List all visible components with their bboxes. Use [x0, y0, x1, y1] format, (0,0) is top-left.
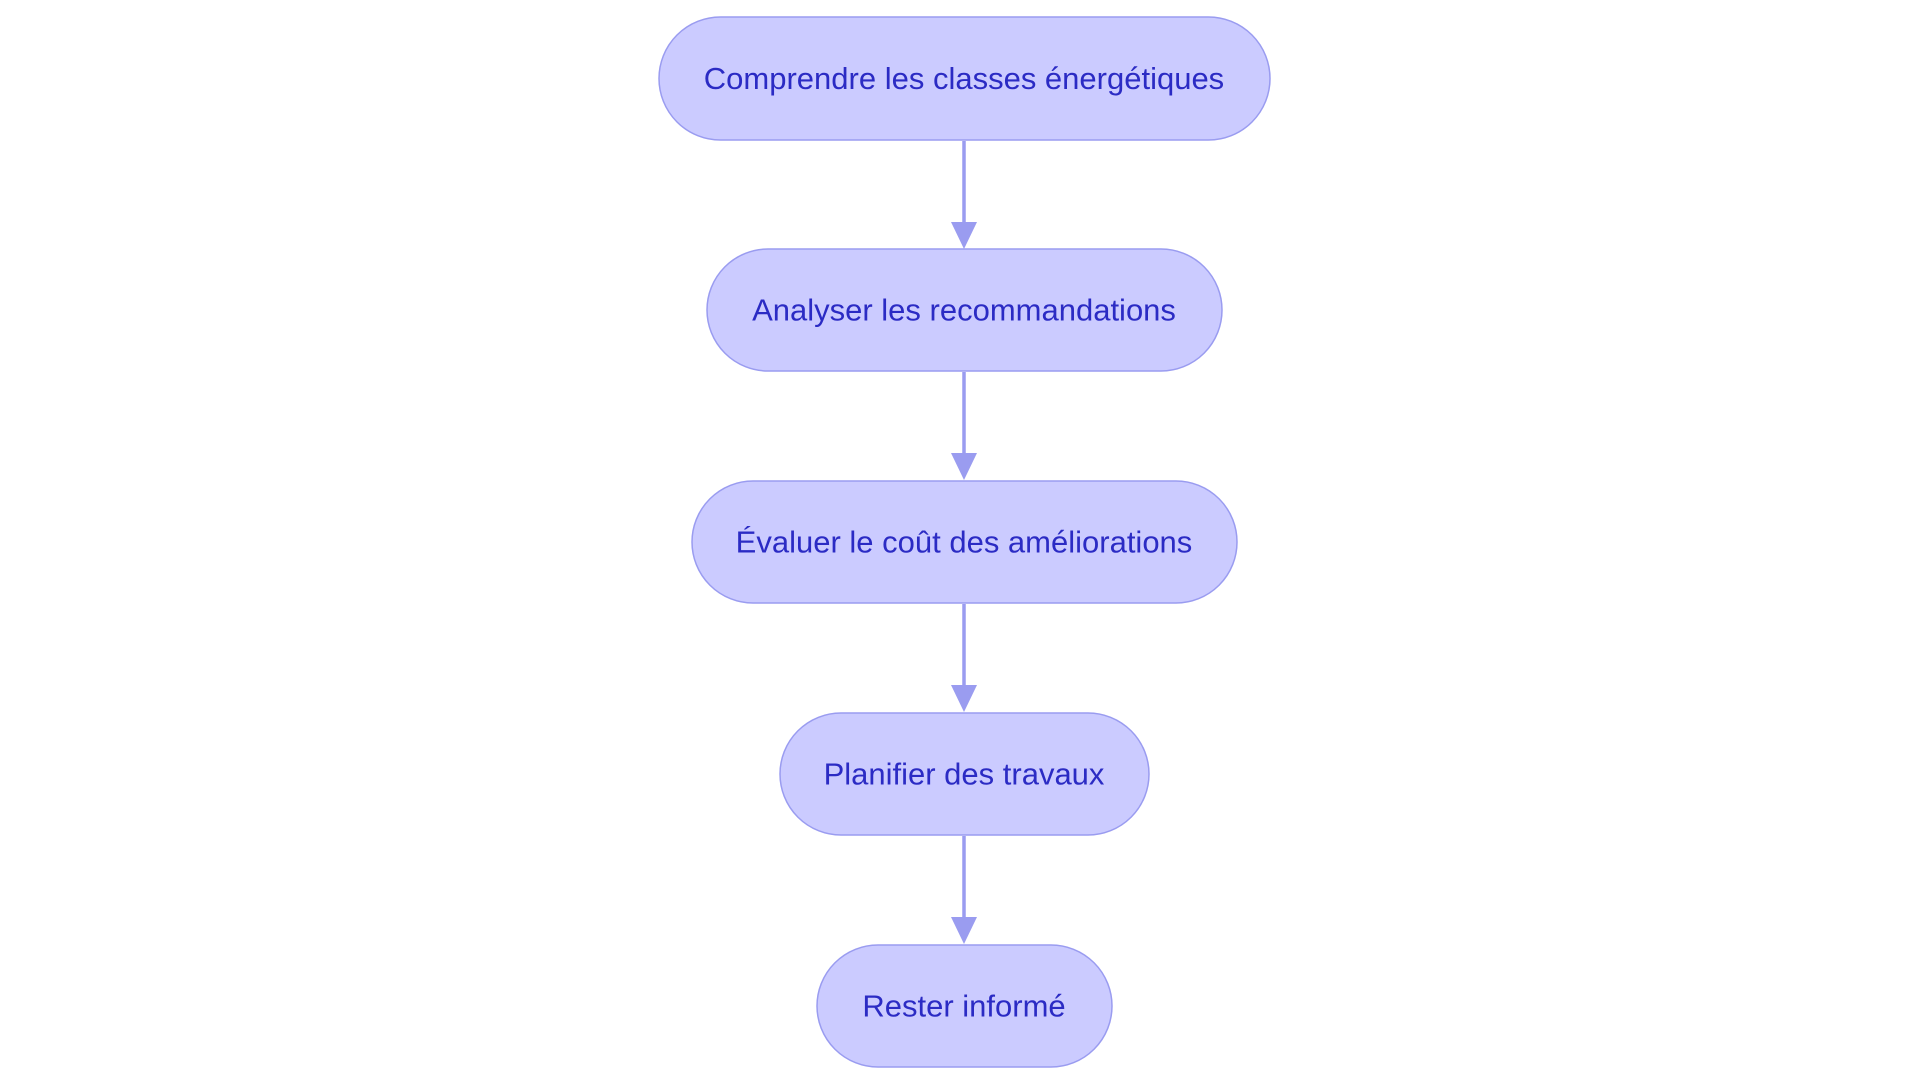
node-label: Planifier des travaux	[824, 757, 1105, 792]
node-label: Rester informé	[862, 989, 1065, 1024]
edge-arrowhead	[951, 685, 977, 712]
edge-n4-n5	[951, 836, 977, 944]
edge-arrowhead	[951, 917, 977, 944]
node-label: Comprendre les classes énergétiques	[704, 61, 1224, 96]
edge-arrowhead	[951, 453, 977, 480]
node-shape	[691, 480, 1238, 604]
node-analyser-les-recommandations[interactable]: Analyser les recommandations	[706, 248, 1223, 372]
edge-group	[951, 141, 977, 944]
node-shape	[658, 16, 1271, 141]
edge-arrowhead	[951, 222, 977, 249]
node-rester-informe[interactable]: Rester informé	[816, 944, 1113, 1068]
node-label: Évaluer le coût des améliorations	[736, 525, 1193, 560]
node-evaluer-le-cout[interactable]: Évaluer le coût des améliorations	[691, 480, 1238, 604]
node-group: Comprendre les classes énergétiques Anal…	[658, 16, 1271, 1068]
edge-n2-n3	[951, 372, 977, 480]
node-shape	[816, 944, 1113, 1068]
node-shape	[706, 248, 1223, 372]
node-shape	[779, 712, 1150, 836]
node-label: Analyser les recommandations	[752, 293, 1176, 328]
node-planifier-des-travaux[interactable]: Planifier des travaux	[779, 712, 1150, 836]
edge-n3-n4	[951, 604, 977, 712]
node-comprendre-les-classes[interactable]: Comprendre les classes énergétiques	[658, 16, 1271, 141]
edge-n1-n2	[951, 141, 977, 249]
